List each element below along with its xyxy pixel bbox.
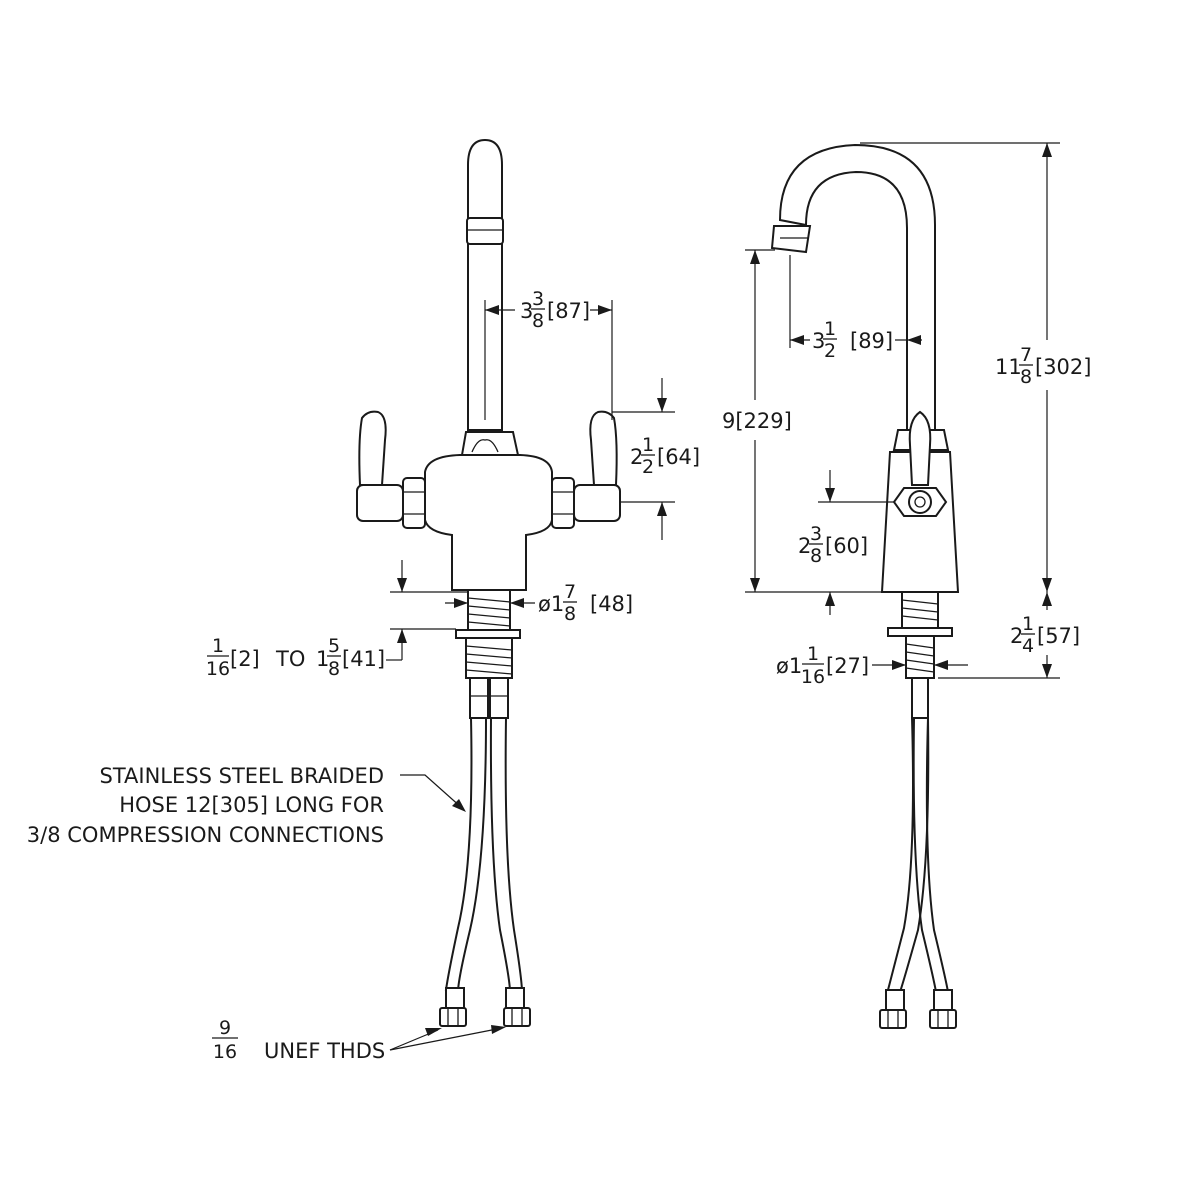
dim-overall-height-whole: 11 <box>995 355 1022 379</box>
front-right-handle <box>551 410 621 529</box>
dim-control-height-mm: [60] <box>825 534 868 558</box>
dim-spout-offset: 3 3 8 [87] <box>484 288 613 420</box>
dim-deck-range-num1: 1 <box>212 635 224 657</box>
dim-deck-range-mm2: [41] <box>342 647 385 671</box>
dim-base-diameter-num: 1 <box>807 643 819 665</box>
front-braided-hoses <box>439 717 531 1027</box>
front-left-handle <box>356 410 426 529</box>
dim-shank-length-mm: [57] <box>1037 624 1080 648</box>
dim-handle-height-mm: [64] <box>657 445 700 469</box>
dim-control-height: 2 3 8 [60] <box>798 470 894 615</box>
dim-deck-range-den1: 16 <box>206 658 230 680</box>
front-valve-body <box>424 454 553 591</box>
hose-note-line-1: STAINLESS STEEL BRAIDED <box>100 764 384 788</box>
side-gooseneck-spout <box>778 143 936 431</box>
front-spout-tip <box>466 217 504 245</box>
dim-shank-diameter-mm: [48] <box>590 592 633 616</box>
dim-spout-offset-num: 3 <box>532 288 544 310</box>
dim-spout-offset-whole: 3 <box>520 299 533 323</box>
side-view: 9[229] 3 1 2 [89] 11 7 8 [302 <box>722 142 1091 1029</box>
thread-note-text: UNEF THDS <box>264 1039 385 1063</box>
dim-overall-height: 11 7 8 [302] <box>860 142 1091 592</box>
dim-spout-offset-den: 8 <box>532 310 544 332</box>
dim-deck-range-whole2: 1 <box>316 647 329 671</box>
dim-base-diameter-mm: [27] <box>826 654 869 678</box>
dim-shank-length-den: 4 <box>1022 635 1034 657</box>
dim-reach-whole: 3 <box>812 329 825 353</box>
thread-note: 9 16 UNEF THDS <box>212 1017 506 1063</box>
dim-base-diameter-prefix: ø1 <box>776 654 802 678</box>
dim-shank-diameter-num: 7 <box>564 581 576 603</box>
dim-deck-range: 1 16 [2] TO 1 5 8 [41] <box>206 560 468 680</box>
dim-shank-diameter-prefix: ø1 <box>538 592 564 616</box>
dim-control-height-num: 3 <box>810 523 822 545</box>
dim-outlet-height-text: 9[229] <box>722 409 792 433</box>
dim-reach-den: 2 <box>824 340 836 362</box>
dim-handle-height-den: 2 <box>642 456 654 478</box>
dim-handle-height-num: 1 <box>642 434 654 456</box>
dim-shank-diameter-den: 8 <box>564 603 576 625</box>
side-spout-tip <box>770 225 812 254</box>
front-spout <box>467 138 503 431</box>
dim-reach-num: 1 <box>824 318 836 340</box>
dim-deck-range-den2: 8 <box>328 658 340 680</box>
front-view: 3 3 8 [87] 2 1 2 [64] ø1 7 <box>27 138 700 1063</box>
thread-note-num: 9 <box>219 1017 231 1039</box>
side-shank <box>887 591 953 679</box>
dim-reach-mm: [89] <box>850 329 893 353</box>
dim-shank-length: 2 1 4 [57] <box>938 592 1080 679</box>
dim-shank-length-num: 1 <box>1022 613 1034 635</box>
dim-deck-range-mid: TO <box>275 647 305 671</box>
dim-control-height-den: 8 <box>810 545 822 567</box>
dim-base-diameter: ø1 1 16 [27] <box>776 643 968 688</box>
dim-deck-range-mm1: [2] <box>230 647 260 671</box>
thread-note-den: 16 <box>213 1041 237 1063</box>
dim-overall-height-mm: [302] <box>1035 355 1091 379</box>
side-braided-hoses <box>879 677 957 1029</box>
side-valve-body <box>880 451 960 593</box>
dim-overall-height-num: 7 <box>1020 344 1032 366</box>
dim-control-height-whole: 2 <box>798 534 811 558</box>
front-bonnet-nut <box>460 431 520 456</box>
side-handle-lever <box>908 410 932 486</box>
dim-handle-height: 2 1 2 [64] <box>612 378 700 540</box>
dim-handle-height-whole: 2 <box>630 445 643 469</box>
dim-overall-height-den: 8 <box>1020 366 1032 388</box>
front-hose-fittings <box>469 677 509 719</box>
dim-base-diameter-den: 16 <box>801 666 825 688</box>
dim-spout-offset-mm: [87] <box>547 299 590 323</box>
dim-shank-length-whole: 2 <box>1010 624 1023 648</box>
dim-deck-range-num2: 5 <box>328 635 340 657</box>
hose-note-line-2: HOSE 12[305] LONG FOR <box>119 793 384 817</box>
hose-note: STAINLESS STEEL BRAIDED HOSE 12[305] LON… <box>27 764 466 847</box>
dim-reach: 3 1 2 [89] <box>789 255 922 420</box>
front-shank <box>455 589 521 679</box>
hose-note-line-3: 3/8 COMPRESSION CONNECTIONS <box>27 823 384 847</box>
dim-shank-diameter: ø1 7 8 [48] <box>445 581 633 625</box>
dim-outlet-height: 9[229] <box>722 249 882 593</box>
